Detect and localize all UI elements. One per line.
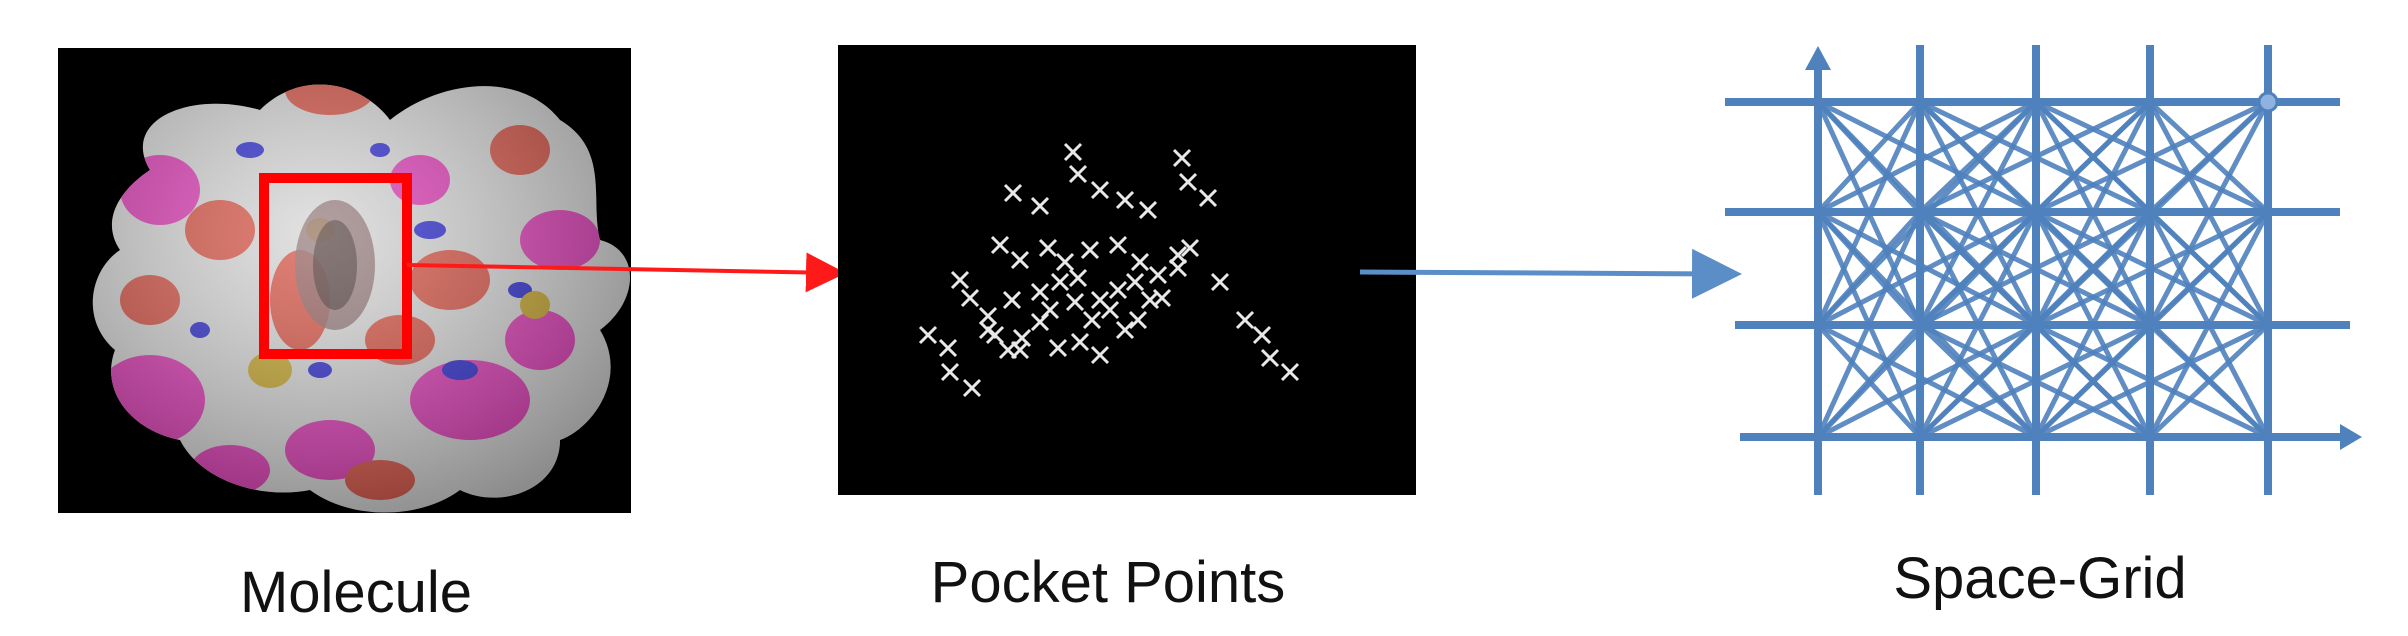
grid-edge [1918, 322, 2152, 440]
grid-edge [1917, 100, 2039, 327]
pocket-points-label: Pocket Points [931, 550, 1286, 615]
space-grid-label: Space-Grid [1893, 546, 2186, 611]
pocket-point-markers [918, 142, 1300, 398]
grid-edge [1816, 322, 2038, 440]
grid-node-icon [2257, 91, 2279, 113]
grid-edge [1816, 100, 1922, 214]
pocket-point-marker [1235, 310, 1255, 330]
grid-edge [1918, 209, 2152, 328]
grid-edge [2147, 210, 2271, 439]
pocket-point-marker [1108, 280, 1128, 300]
pocket-point-marker [1030, 282, 1050, 302]
pocket-point-marker [1172, 148, 1192, 168]
pocket-point-marker [1050, 272, 1070, 292]
grid-edge [2148, 323, 2270, 439]
pocket-point-marker [938, 338, 958, 358]
pocket-point-marker [1128, 310, 1148, 330]
pocket-point-marker [1010, 250, 1030, 270]
pocket-point-marker [1030, 312, 1050, 332]
pocket-point-marker [1125, 272, 1145, 292]
pocket-point-marker [962, 378, 982, 398]
grid-edge [1816, 209, 2038, 328]
pocket-point-marker [1063, 142, 1083, 162]
grid-edge [1815, 210, 1923, 439]
grid-edge [1917, 210, 2039, 439]
pocket-point-marker [1260, 348, 1280, 368]
grid-edge [2034, 322, 2270, 440]
grid-edge [2033, 100, 2153, 327]
pocket-point-marker [1198, 188, 1218, 208]
pocket-point-marker [940, 362, 960, 382]
grid-edge [2034, 209, 2270, 328]
arrow-molecule-to-pocket [406, 252, 846, 293]
pocket-point-marker [1280, 362, 1300, 382]
grid-edge [1918, 99, 2152, 215]
pocket-point-marker [1178, 172, 1198, 192]
grid-connections [1815, 99, 2271, 440]
pocket-point-marker [985, 325, 1005, 345]
pocket-point-marker [1115, 190, 1135, 210]
x-axis-arrow-icon [2340, 424, 2362, 450]
grid-edge [1816, 210, 1922, 327]
pocket-point-marker [1082, 310, 1102, 330]
pocket-point-marker [1108, 235, 1128, 255]
grid-edge [1816, 323, 1922, 439]
pocket-point-marker [1090, 180, 1110, 200]
pocket-points-background [838, 45, 1416, 495]
pocket-point-marker [1140, 290, 1160, 310]
pocket-point-marker [950, 270, 970, 290]
grid-edge [2147, 100, 2271, 327]
pocket-point-marker [1130, 252, 1150, 272]
pocket-point-marker [1148, 265, 1168, 285]
pocket-point-marker [1180, 238, 1200, 258]
pocket-point-marker [1068, 268, 1088, 288]
grid-edge [1918, 323, 2038, 439]
pocket-points-panel [838, 45, 1416, 495]
grid-edge [2034, 99, 2270, 215]
pocket-point-marker [1210, 272, 1230, 292]
molecule-panel [58, 48, 631, 513]
pocket-point-marker [1010, 340, 1030, 360]
pocket-point-marker [1038, 238, 1058, 258]
pocket-point-marker [1048, 338, 1068, 358]
pocket-point-marker [1080, 240, 1100, 260]
pocket-point-marker [1090, 345, 1110, 365]
pocket-point-marker [1138, 200, 1158, 220]
pocket-point-marker [1100, 300, 1120, 320]
pocket-point-marker [978, 306, 998, 326]
molecule-surface-image [92, 84, 631, 513]
space-grid-panel [1725, 45, 2362, 495]
pocket-point-marker [1168, 258, 1188, 278]
pocket-point-marker [1168, 245, 1188, 265]
pocket-point-marker [1003, 183, 1023, 203]
pocket-point-marker [1065, 292, 1085, 312]
pocket-point-marker [990, 235, 1010, 255]
pocket-point-marker [918, 325, 938, 345]
grid-edge [2034, 323, 2152, 439]
arrow-pocket-to-grid [1359, 248, 1742, 299]
pocket-point-marker [1252, 325, 1272, 345]
pocket-point-marker [1030, 196, 1050, 216]
pocket-point-marker [1002, 290, 1022, 310]
pocket-point-marker [1055, 252, 1075, 272]
y-axis-arrow-icon [1805, 46, 1831, 70]
pocket-point-marker [1115, 320, 1135, 340]
grid-edge [2033, 210, 2153, 439]
pocket-point-marker [960, 288, 980, 308]
pocket-point-marker [1070, 332, 1090, 352]
grid-edge [1815, 100, 1923, 327]
grid-edge [1816, 99, 2038, 215]
molecule-label: Molecule [240, 560, 472, 625]
pocket-point-marker [1068, 164, 1088, 184]
